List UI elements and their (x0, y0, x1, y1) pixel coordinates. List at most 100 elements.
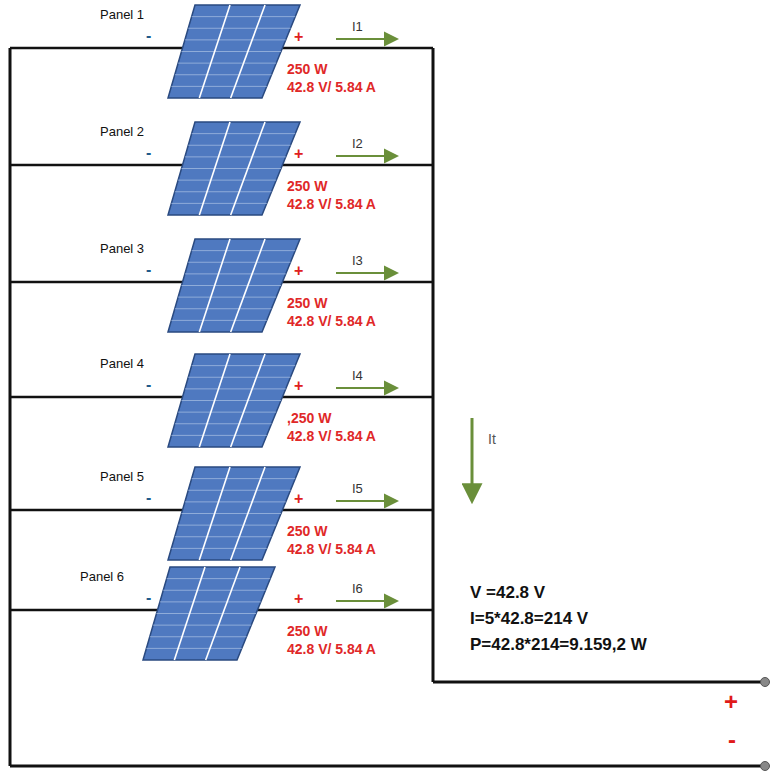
panel-name: Panel 1 (100, 8, 144, 21)
cell-row-line (171, 86, 266, 87)
total-current-label: It (488, 432, 496, 446)
panel-name: Panel 5 (100, 470, 144, 483)
cell-row-line (171, 203, 266, 204)
cell-row-line (178, 412, 276, 413)
bus-wires (10, 48, 762, 766)
result-line: P=42.8*214=9.159,2 W (470, 636, 647, 653)
cell-column-line (199, 5, 230, 98)
cell-column-line (199, 467, 230, 560)
power-rating: 250 W (287, 624, 327, 638)
cell-row-line (188, 262, 290, 263)
panel-terminal-sign: + (294, 591, 303, 607)
cell-row-line (182, 168, 282, 169)
cell-row-line (175, 191, 272, 192)
solar-panel (168, 5, 300, 98)
positive-lead (433, 681, 762, 684)
negative-lead (10, 765, 762, 768)
current-arrow (336, 38, 396, 40)
current-arrow (336, 155, 396, 157)
cell-row-line (175, 423, 272, 424)
cell-column-line (231, 354, 265, 447)
cell-row-line (185, 388, 286, 389)
cell-row-line (171, 435, 266, 436)
cell-row-line (178, 297, 276, 298)
solar-panel (168, 354, 300, 447)
terminal-dot (761, 762, 770, 771)
power-rating: ,250 W (287, 411, 331, 425)
cell-row-line (192, 365, 296, 366)
current-label: I1 (352, 20, 363, 33)
cell-row-line (175, 536, 272, 537)
cell-row-line (150, 636, 247, 637)
cell-row-line (178, 63, 276, 64)
cell-row-line (188, 28, 290, 29)
power-rating: 250 W (287, 296, 327, 310)
panel-row (10, 239, 433, 332)
cell-row-line (182, 285, 282, 286)
cell-row-line (178, 180, 276, 181)
panel-terminal-sign: - (146, 590, 151, 606)
panel-row (10, 5, 433, 98)
cell-row-line (175, 308, 272, 309)
cell-row-line (171, 320, 266, 321)
panel-row (10, 122, 433, 215)
solar-panel (168, 122, 300, 215)
result-line: V =42.8 V (470, 584, 545, 601)
panel-rows (10, 5, 433, 660)
voltage-current-rating: 42.8 V/ 5.84 A (287, 80, 376, 94)
voltage-current-rating: 42.8 V/ 5.84 A (287, 429, 376, 443)
current-label: I3 (352, 254, 363, 267)
power-rating: 250 W (287, 62, 327, 76)
output-terminal-sign: + (724, 690, 738, 714)
cell-row-line (192, 133, 296, 134)
panel-terminal-sign: - (146, 377, 151, 393)
voltage-current-rating: 42.8 V/ 5.84 A (287, 197, 376, 211)
cell-column-line (199, 122, 230, 215)
current-label: I4 (352, 369, 363, 382)
voltage-current-rating: 42.8 V/ 5.84 A (287, 642, 376, 656)
cell-row-line (182, 51, 282, 52)
panel-row (10, 354, 433, 447)
cell-column-line (231, 239, 265, 332)
cell-row-line (188, 377, 290, 378)
cell-row-line (146, 648, 241, 649)
solar-panel (168, 467, 300, 560)
cell-column-line (199, 239, 230, 332)
cell-row-line (185, 501, 286, 502)
cell-row-line (182, 400, 282, 401)
panel-terminal-sign: + (294, 263, 303, 279)
cell-row-line (163, 590, 265, 591)
current-label: I6 (352, 582, 363, 595)
cell-row-line (160, 601, 261, 602)
panel-name: Panel 6 (80, 570, 124, 583)
panel-terminal-sign: - (146, 28, 151, 44)
cell-column-line (199, 354, 230, 447)
panel-terminal-sign: + (294, 378, 303, 394)
output-terminal-sign: - (728, 728, 736, 752)
total-current-arrow (471, 418, 474, 500)
panel-terminal-sign: - (146, 145, 151, 161)
result-line: I=5*42.8=214 V (470, 610, 588, 627)
panel-terminal-sign: + (294, 29, 303, 45)
panel-row (10, 467, 433, 560)
panel-name: Panel 3 (100, 242, 144, 255)
current-arrow (336, 500, 396, 502)
cell-row-line (157, 613, 257, 614)
terminal-dot (761, 678, 770, 687)
panel-row (10, 567, 433, 660)
panel-terminal-sign: + (294, 491, 303, 507)
cell-row-line (167, 578, 271, 579)
solar-panel (143, 567, 275, 660)
current-arrow (336, 387, 396, 389)
panel-name: Panel 2 (100, 125, 144, 138)
cell-column-line (231, 5, 265, 98)
panel-terminal-sign: - (146, 262, 151, 278)
panel-terminal-sign: + (294, 146, 303, 162)
panel-name: Panel 4 (100, 357, 144, 370)
solar-panel (168, 239, 300, 332)
power-rating: 250 W (287, 524, 327, 538)
current-label: I5 (352, 482, 363, 495)
cell-row-line (185, 39, 286, 40)
